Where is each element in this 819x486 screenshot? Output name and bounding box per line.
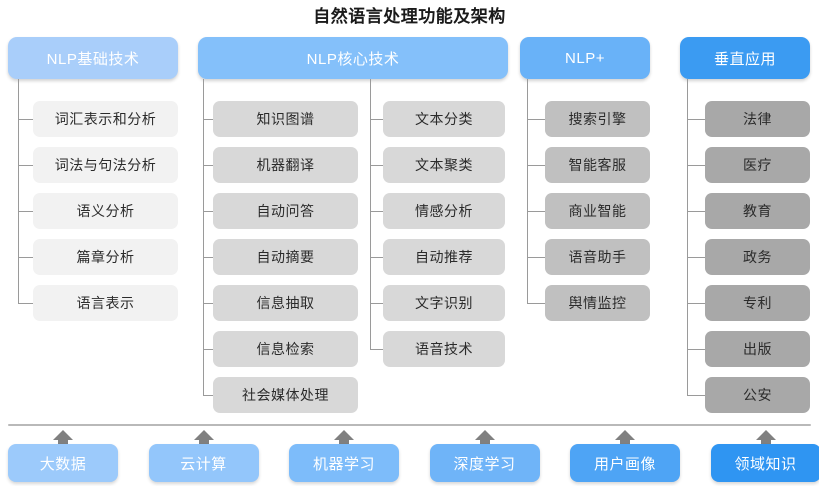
- foundation-box[interactable]: 深度学习: [429, 444, 540, 482]
- node-box[interactable]: 专利: [705, 285, 810, 321]
- foundation-box[interactable]: 大数据: [8, 444, 118, 482]
- connector-branch: [203, 165, 213, 166]
- node-box[interactable]: 自动推荐: [383, 239, 505, 275]
- node-box[interactable]: 出版: [705, 331, 810, 367]
- node-box[interactable]: 自动问答: [213, 193, 358, 229]
- column-header-2[interactable]: NLP核心技术: [198, 37, 508, 79]
- connector-branch: [203, 395, 213, 396]
- node-box[interactable]: 自动摘要: [213, 239, 358, 275]
- node-box[interactable]: 社会媒体处理: [213, 377, 358, 413]
- node-box[interactable]: 语音技术: [383, 331, 505, 367]
- node-box[interactable]: 篇章分析: [33, 239, 178, 275]
- foundation-box[interactable]: 用户画像: [570, 444, 680, 482]
- foundation-divider: [8, 424, 811, 426]
- connector-spine: [370, 79, 371, 349]
- connector-branch: [18, 119, 33, 120]
- connector-branch: [203, 349, 213, 350]
- column-header-3[interactable]: NLP+: [520, 37, 650, 79]
- node-box[interactable]: 智能客服: [545, 147, 650, 183]
- connector-branch: [687, 395, 705, 396]
- connector-branch: [18, 165, 33, 166]
- connector-spine: [203, 79, 204, 395]
- connector-branch: [18, 211, 33, 212]
- connector-spine: [18, 79, 19, 303]
- node-box[interactable]: 知识图谱: [213, 101, 358, 137]
- connector-branch: [527, 303, 545, 304]
- connector-branch: [370, 257, 383, 258]
- node-box[interactable]: 法律: [705, 101, 810, 137]
- connector-branch: [527, 211, 545, 212]
- node-box[interactable]: 文本聚类: [383, 147, 505, 183]
- connector-branch: [527, 119, 545, 120]
- node-box[interactable]: 语义分析: [33, 193, 178, 229]
- connector-branch: [203, 303, 213, 304]
- node-box[interactable]: 医疗: [705, 147, 810, 183]
- column-header-4[interactable]: 垂直应用: [680, 37, 810, 79]
- connector-branch: [203, 257, 213, 258]
- node-box[interactable]: 文本分类: [383, 101, 505, 137]
- connector-branch: [687, 349, 705, 350]
- node-box[interactable]: 信息抽取: [213, 285, 358, 321]
- node-box[interactable]: 商业智能: [545, 193, 650, 229]
- node-box[interactable]: 公安: [705, 377, 810, 413]
- node-box[interactable]: 语音助手: [545, 239, 650, 275]
- connector-branch: [370, 165, 383, 166]
- connector-branch: [527, 165, 545, 166]
- foundation-box[interactable]: 领域知识: [710, 444, 819, 482]
- node-box[interactable]: 文字识别: [383, 285, 505, 321]
- connector-branch: [203, 119, 213, 120]
- column-header-1[interactable]: NLP基础技术: [8, 37, 178, 79]
- connector-spine: [527, 79, 528, 303]
- connector-branch: [687, 165, 705, 166]
- connector-branch: [370, 303, 383, 304]
- node-box[interactable]: 信息检索: [213, 331, 358, 367]
- connector-branch: [370, 349, 383, 350]
- connector-branch: [370, 119, 383, 120]
- connector-branch: [18, 257, 33, 258]
- connector-branch: [687, 119, 705, 120]
- foundation-box[interactable]: 云计算: [148, 444, 259, 482]
- node-box[interactable]: 词法与句法分析: [33, 147, 178, 183]
- node-box[interactable]: 语言表示: [33, 285, 178, 321]
- node-box[interactable]: 政务: [705, 239, 810, 275]
- node-box[interactable]: 机器翻译: [213, 147, 358, 183]
- node-box[interactable]: 舆情监控: [545, 285, 650, 321]
- connector-spine: [687, 79, 688, 395]
- connector-branch: [687, 211, 705, 212]
- connector-branch: [370, 211, 383, 212]
- node-box[interactable]: 教育: [705, 193, 810, 229]
- connector-branch: [687, 257, 705, 258]
- connector-branch: [687, 303, 705, 304]
- node-box[interactable]: 搜索引擎: [545, 101, 650, 137]
- connector-branch: [203, 211, 213, 212]
- foundation-box[interactable]: 机器学习: [289, 444, 399, 482]
- node-box[interactable]: 词汇表示和分析: [33, 101, 178, 137]
- page-title: 自然语言处理功能及架构: [313, 7, 506, 26]
- node-box[interactable]: 情感分析: [383, 193, 505, 229]
- connector-branch: [18, 303, 33, 304]
- connector-branch: [527, 257, 545, 258]
